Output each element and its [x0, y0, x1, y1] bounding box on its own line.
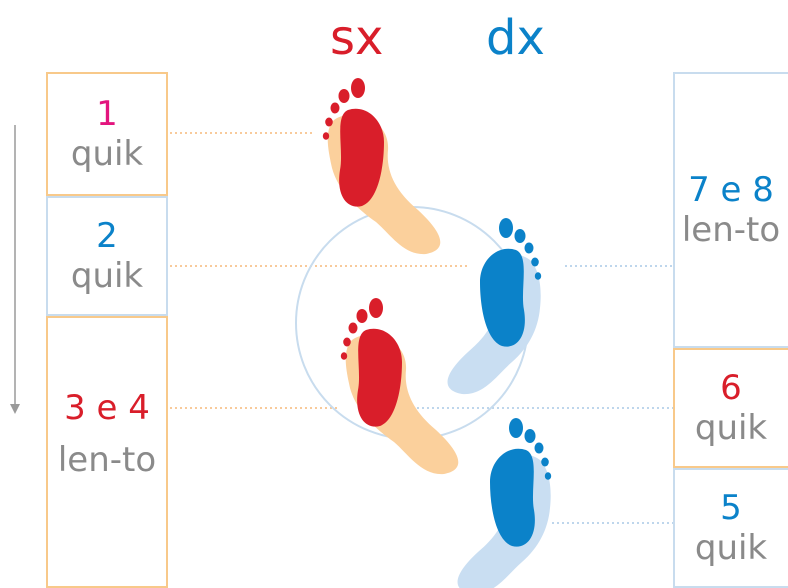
step-number: 7 e 8 [688, 170, 774, 210]
left-footprint-icon [340, 298, 459, 475]
step-box-3-4: 3 e 4 len-to [46, 316, 168, 588]
down-arrow-icon [10, 125, 20, 414]
right-foot-header: dx [486, 10, 545, 66]
step-box-6: 6 quik [673, 348, 788, 468]
step-number: 2 [96, 216, 118, 256]
step-box-1: 1 quik [46, 72, 168, 196]
step-number: 6 [720, 368, 742, 408]
left-footprint-icon [322, 78, 441, 255]
step-tempo: quik [70, 256, 144, 296]
step-box-7-8: 7 e 8 len-to [673, 72, 788, 348]
step-box-5: 5 quik [673, 468, 788, 588]
step-number: 5 [720, 488, 742, 528]
step-number: 3 e 4 [64, 388, 150, 428]
left-foot-header: sx [330, 10, 384, 66]
connector-lines [170, 132, 673, 524]
step-number: 1 [96, 94, 118, 134]
step-tempo: quik [70, 134, 144, 174]
right-footprint-icon [457, 418, 552, 588]
step-tempo: quik [694, 528, 768, 568]
step-box-2: 2 quik [46, 196, 168, 316]
step-tempo: len-to [681, 210, 781, 250]
step-tempo: quik [694, 408, 768, 448]
step-tempo: len-to [57, 440, 157, 480]
right-footprint-icon [447, 218, 542, 395]
